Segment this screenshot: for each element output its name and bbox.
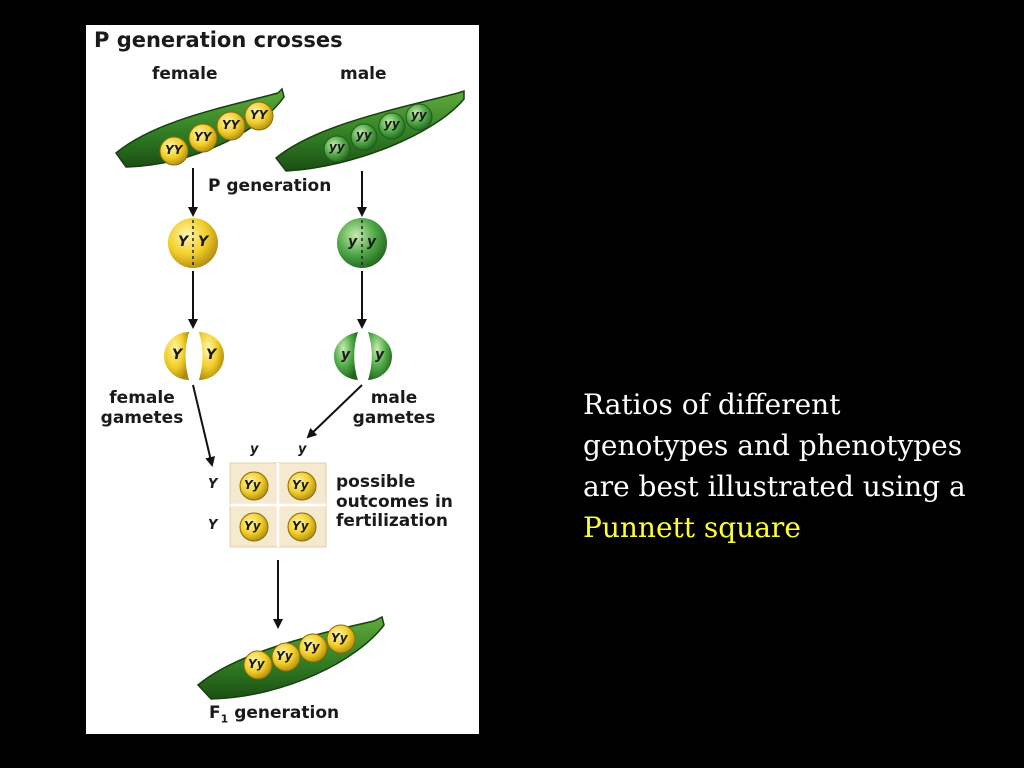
female-gametes — [164, 332, 224, 380]
f1-pod-genotype: Yy — [303, 640, 320, 654]
female-pod-genotype: YY — [194, 130, 212, 144]
male-pod-genotype: yy — [329, 140, 345, 154]
female-pod-genotype: YY — [165, 143, 183, 157]
female-pea-pod — [114, 87, 285, 168]
female-gamete-allele: Y — [172, 347, 183, 363]
punnett-cell: Yy — [292, 478, 309, 492]
f1-pod-genotype: Yy — [331, 631, 348, 645]
female-cell-allele: Y — [198, 234, 209, 250]
male-cell-allele: y — [367, 234, 377, 250]
male-pea-pod — [274, 89, 465, 172]
male-gamete-allele: y — [375, 347, 385, 363]
punnett-row-header: Y — [208, 518, 218, 533]
female-parent-cell — [168, 218, 218, 268]
arrow-female-gametes-to-square — [192, 384, 216, 467]
male-pod-genotype: yy — [411, 108, 427, 122]
f1-pea-pod — [196, 615, 385, 700]
punnett-cell: Yy — [292, 519, 309, 533]
female-cell-allele: Y — [178, 234, 189, 250]
male-parent-cell — [337, 218, 387, 268]
figure-graphics — [114, 87, 465, 700]
punnett-row-header: Y — [208, 477, 218, 492]
female-gametes-label: female gametes — [100, 388, 184, 428]
punnett-figure: P generation crosses female male P gener… — [86, 25, 479, 734]
caption-text: Ratios of different genotypes and phenot… — [583, 388, 966, 503]
female-gamete-allele: Y — [206, 347, 217, 363]
female-label: female — [152, 64, 218, 84]
punnett-square — [229, 462, 327, 548]
punnett-cell: Yy — [244, 478, 261, 492]
punnett-column-header: y — [298, 442, 307, 457]
caption-highlight: Punnett square — [583, 511, 801, 544]
punnett-cell: Yy — [244, 519, 261, 533]
male-gamete-allele: y — [341, 347, 351, 363]
male-gametes — [334, 332, 392, 380]
figure-title: P generation crosses — [94, 28, 343, 52]
outcomes-label: possible outcomes in fertilization — [336, 472, 453, 532]
p-generation-label: P generation — [208, 176, 332, 196]
f1-generation-label: F1 generation — [209, 703, 340, 726]
male-cell-allele: y — [348, 234, 358, 250]
female-pod-genotype: YY — [222, 118, 240, 132]
f1-pod-genotype: Yy — [248, 657, 265, 671]
male-gametes-label: male gametes — [352, 388, 436, 428]
male-label: male — [340, 64, 387, 84]
f1-generation-word: generation — [228, 703, 340, 723]
f1-pod-genotype: Yy — [276, 649, 293, 663]
male-pod-genotype: yy — [356, 128, 372, 142]
male-pod-genotype: yy — [384, 117, 400, 131]
f1-subscript: 1 — [220, 712, 229, 726]
female-pod-genotype: YY — [250, 108, 268, 122]
punnett-column-header: y — [250, 442, 259, 457]
slide-caption: Ratios of different genotypes and phenot… — [583, 384, 983, 548]
arrow-male-gametes-to-square — [306, 384, 363, 439]
f1-letter: F — [209, 703, 221, 723]
